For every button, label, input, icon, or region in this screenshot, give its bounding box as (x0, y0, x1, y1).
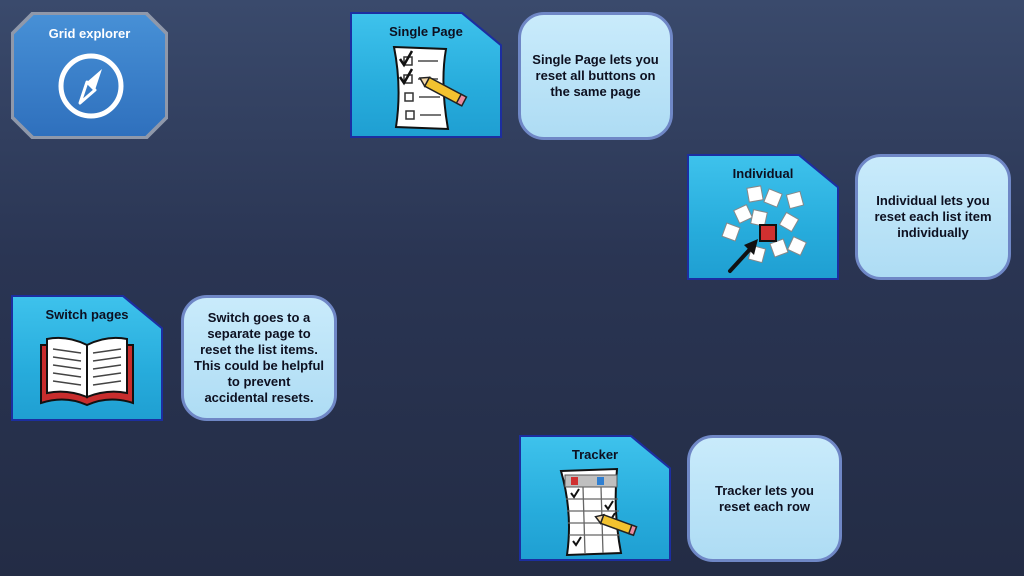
checklist-pencil-icon (392, 45, 468, 131)
individual-info-bubble[interactable]: Individual lets you reset each list item… (855, 154, 1011, 280)
tracker-info-bubble[interactable]: Tracker lets you reset each row (687, 435, 842, 562)
grid-explorer-button[interactable]: Grid explorer (11, 12, 168, 139)
switch-pages-tile-face: Switch pages (13, 297, 161, 419)
switch-pages-tile[interactable]: Switch pages (11, 295, 163, 421)
individual-label: Individual (732, 166, 794, 181)
open-book-icon (40, 336, 134, 407)
grid-explorer-face: Grid explorer (14, 15, 165, 136)
switch-pages-info-bubble[interactable]: Switch goes to a separate page to reset … (181, 295, 337, 421)
single-page-label: Single Page (389, 24, 463, 39)
tracker-label: Tracker (571, 447, 619, 462)
compass-icon (58, 53, 124, 119)
scattered-items-pointer-icon (721, 185, 807, 273)
tracker-sheet-pencil-icon (559, 467, 638, 557)
single-page-info-bubble[interactable]: Single Page lets you reset all buttons o… (518, 12, 673, 140)
single-page-tile[interactable]: Single Page (350, 12, 502, 138)
tracker-tile-face: Tracker (521, 437, 669, 559)
grid-explorer-label: Grid explorer (48, 26, 131, 41)
individual-tile-face: Individual (689, 156, 837, 278)
individual-tile[interactable]: Individual (687, 154, 839, 280)
tracker-tile[interactable]: Tracker (519, 435, 671, 561)
single-page-tile-face: Single Page (352, 14, 500, 136)
switch-pages-label: Switch pages (45, 307, 129, 322)
